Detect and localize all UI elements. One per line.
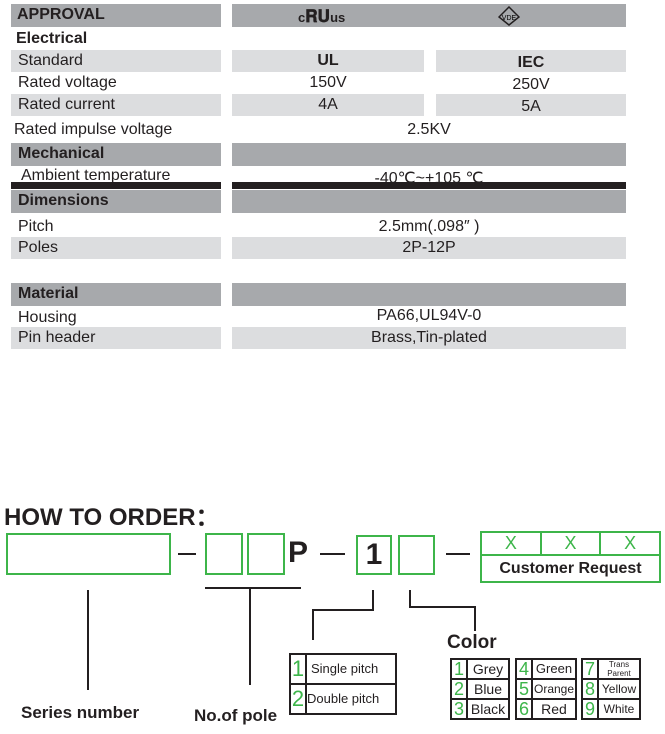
pitch-label: Pitch bbox=[18, 218, 54, 235]
customer-request-box: X X X Customer Request bbox=[480, 531, 661, 583]
electrical-heading: Electrical bbox=[16, 30, 88, 47]
dash bbox=[446, 553, 470, 555]
standard-label: Standard bbox=[11, 50, 221, 72]
color-name: Black bbox=[466, 698, 510, 720]
leader-line bbox=[312, 609, 314, 640]
color-name: White bbox=[597, 698, 641, 720]
color-code: 8 bbox=[581, 678, 599, 700]
x-cell: X bbox=[542, 533, 602, 554]
housing-label: Housing bbox=[18, 309, 77, 326]
housing-value: PA66,UL94V-0 bbox=[376, 307, 482, 324]
color-box bbox=[398, 535, 435, 575]
pin-header-label: Pin header bbox=[11, 327, 221, 349]
pitch-code-box: 1 bbox=[356, 535, 392, 575]
color-code: 1 bbox=[450, 658, 468, 680]
color-name: Blue bbox=[466, 678, 510, 700]
color-name: Green bbox=[531, 658, 577, 680]
color-name: Red bbox=[531, 698, 577, 720]
leader-line bbox=[249, 587, 251, 685]
mechanical-bar bbox=[232, 143, 626, 166]
poles-value: 2P-12P bbox=[232, 237, 626, 259]
pin-header-value: Brass,Tin-plated bbox=[232, 327, 626, 349]
poles-label: Poles bbox=[11, 237, 221, 259]
pole-box-2 bbox=[247, 533, 285, 575]
leader-line bbox=[205, 587, 301, 589]
leader-line bbox=[409, 606, 476, 608]
impulse-value: 2.5KV bbox=[407, 121, 451, 138]
color-name: Trans Parent bbox=[597, 658, 641, 680]
order-title: HOW TO ORDER： bbox=[4, 504, 220, 531]
color-name: Grey bbox=[466, 658, 510, 680]
leader-line bbox=[372, 590, 374, 611]
series-number-label: Series number bbox=[21, 703, 140, 722]
series-box bbox=[6, 533, 171, 575]
x-cell: X bbox=[482, 533, 542, 554]
color-code: 2 bbox=[450, 678, 468, 700]
ambient-label: Ambient temperature bbox=[21, 167, 171, 184]
impulse-label: Rated impulse voltage bbox=[14, 121, 173, 138]
color-code: 9 bbox=[581, 698, 599, 720]
mechanical-header: Mechanical bbox=[11, 143, 221, 166]
standard-ul: UL bbox=[232, 50, 424, 72]
color-code: 6 bbox=[515, 698, 533, 720]
pitch-value: 2.5mm(.098″ ) bbox=[378, 218, 480, 235]
dimensions-header: Dimensions bbox=[11, 190, 221, 213]
color-code: 4 bbox=[515, 658, 533, 680]
svg-text:VDE: VDE bbox=[502, 15, 517, 22]
standard-iec: IEC bbox=[436, 50, 626, 72]
rated-voltage-iec: 250V bbox=[512, 76, 550, 93]
x-cell: X bbox=[624, 533, 637, 553]
divider bbox=[11, 182, 221, 189]
rated-voltage-ul: 150V bbox=[309, 74, 347, 91]
p-letter: P bbox=[288, 536, 309, 569]
vde-mark-icon: VDE bbox=[498, 6, 520, 26]
rated-current-ul: 4A bbox=[232, 94, 424, 116]
rated-voltage-label: Rated voltage bbox=[18, 74, 117, 91]
color-code: 3 bbox=[450, 698, 468, 720]
customer-request-label: Customer Request bbox=[499, 560, 642, 577]
rated-current-label: Rated current bbox=[11, 94, 221, 116]
pole-box-1 bbox=[205, 533, 243, 575]
approval-marks: c𝐑𝐔us VDE bbox=[232, 4, 626, 27]
divider bbox=[232, 182, 626, 189]
color-label: Color bbox=[447, 632, 497, 653]
material-bar bbox=[232, 283, 626, 306]
approval-header: APPROVAL bbox=[11, 4, 221, 27]
dimensions-bar bbox=[232, 190, 626, 213]
dash bbox=[320, 553, 345, 555]
rated-current-iec: 5A bbox=[436, 94, 626, 116]
color-code: 5 bbox=[515, 678, 533, 700]
no-of-pole-label: No.of pole bbox=[194, 706, 278, 725]
color-name: Orange bbox=[531, 678, 577, 700]
leader-line bbox=[409, 590, 411, 608]
color-name: Yellow bbox=[597, 678, 641, 700]
leader-line bbox=[474, 606, 476, 631]
color-code: 7 bbox=[581, 658, 599, 680]
cul-us-mark-icon: c𝐑𝐔us bbox=[298, 7, 346, 26]
dash bbox=[178, 553, 196, 555]
leader-line bbox=[312, 609, 374, 611]
material-header: Material bbox=[11, 283, 221, 306]
leader-line bbox=[87, 590, 89, 690]
